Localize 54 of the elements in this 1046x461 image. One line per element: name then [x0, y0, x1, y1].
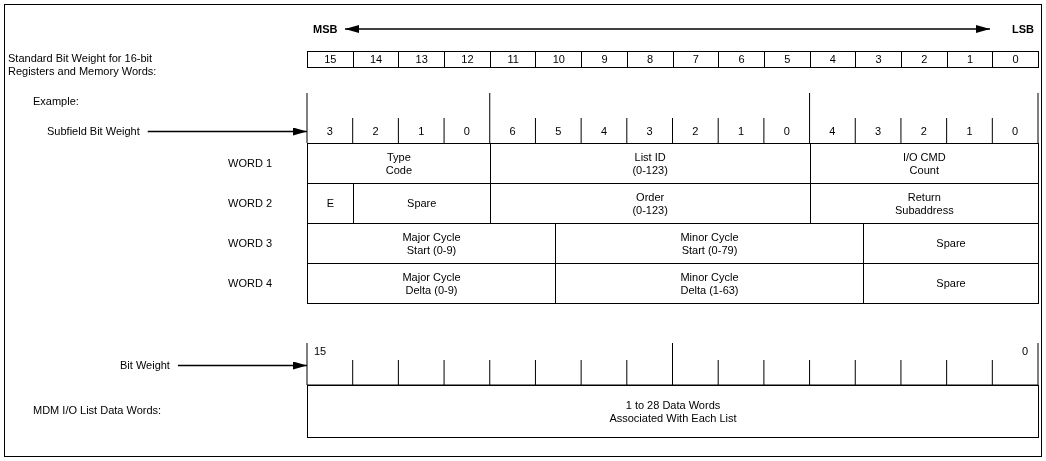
subfield-bit-number: 6 [508, 125, 517, 138]
word-label: WORD 4 [228, 277, 272, 290]
arrow [177, 361, 308, 370]
subfield-bit-number: 3 [325, 125, 334, 138]
bit-number-cell: 3 [855, 51, 902, 68]
tick-scale-drawing [306, 92, 1039, 144]
subfield-bit-number: 1 [417, 125, 426, 138]
field-cell: Spare [863, 263, 1039, 304]
bit-order-label: LSB [1012, 23, 1034, 36]
tick-scale-drawing [306, 342, 1039, 386]
bit-number-cell: 8 [626, 51, 674, 68]
subfield-bit-number: 0 [462, 125, 471, 138]
subfield-bit-number: 3 [645, 125, 654, 138]
bit-number-cell: 9 [581, 51, 628, 68]
word-label: WORD 1 [228, 157, 272, 170]
bit-number-cell: 5 [763, 51, 811, 68]
annotation-text: Example: [33, 95, 79, 108]
subfield-bit-number: 2 [371, 125, 380, 138]
bit-number-cell: 1 [946, 51, 994, 68]
row-label: Bit Weight [120, 359, 170, 372]
subfield-bit-number: 4 [828, 125, 837, 138]
subfield-bit-number: 1 [736, 125, 746, 138]
annotation-text: MDM I/O List Data Words: [33, 404, 162, 417]
bit-number-cell: 4 [809, 51, 857, 68]
bit-number-label: 15 [314, 345, 327, 358]
word-label: WORD 3 [228, 237, 272, 250]
bit-number-cell: 0 [992, 51, 1039, 68]
word-label: WORD 2 [228, 197, 272, 210]
field-cell: I/O CMD Count [809, 143, 1039, 184]
subfield-bit-number: 0 [1011, 125, 1020, 138]
field-cell: Major Cycle Delta (0-9) [307, 263, 556, 304]
bit-number-cell: 12 [444, 51, 491, 68]
bit-number-cell: 2 [900, 51, 948, 68]
annotation-text: Standard Bit Weight for 16-bit Registers and Memory Words: [8, 52, 158, 78]
subfield-bit-number: 3 [874, 125, 883, 138]
field-cell: 1 to 28 Data Words Associated With Each List [307, 385, 1039, 438]
bit-order-label: MSB [313, 23, 338, 36]
bit-number-cell: 11 [489, 51, 537, 68]
arrow [147, 127, 308, 136]
subfield-bit-number: 2 [691, 125, 700, 138]
bit-number-cell: 13 [398, 51, 446, 68]
bit-number-cell: 15 [307, 51, 354, 68]
field-cell: Type Code [307, 143, 491, 184]
row-label: Subfield Bit Weight [47, 125, 140, 138]
subfield-bit-number: 4 [599, 125, 609, 138]
subfield-bit-number: 0 [782, 125, 791, 138]
bit-number-cell: 6 [718, 51, 765, 68]
subfield-bit-number: 5 [554, 125, 563, 138]
subfield-bit-number: 2 [919, 125, 928, 138]
bit-number-cell: 14 [352, 51, 400, 68]
subfield-bit-number: 1 [965, 125, 974, 138]
bit-number-cell: 7 [672, 51, 720, 68]
bit-number-cell: 10 [535, 51, 583, 68]
bit-number-label: 0 [1022, 345, 1029, 358]
